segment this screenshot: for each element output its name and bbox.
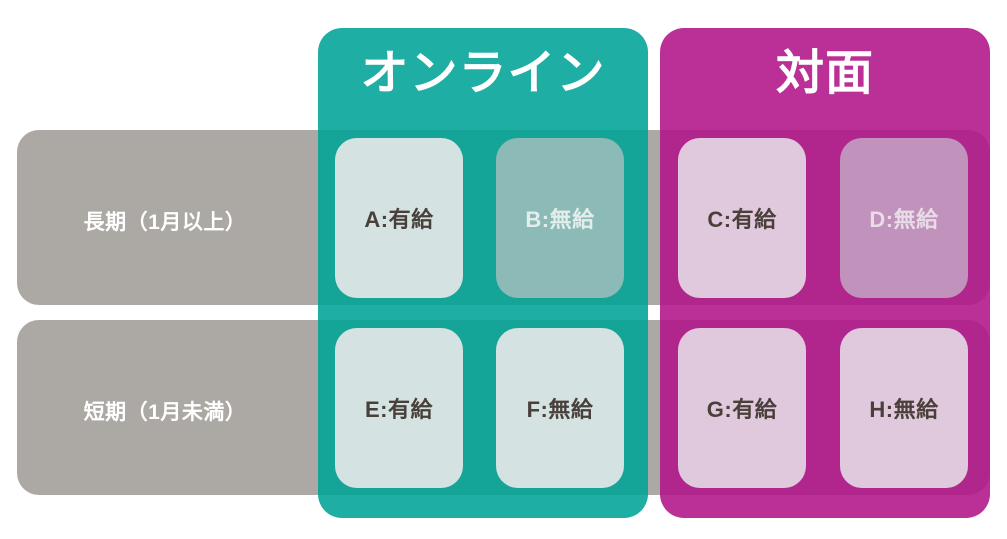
cell-b[interactable]: B:無給 [496,138,624,298]
cell-e[interactable]: E:有給 [335,328,463,488]
column-header-inperson: 対面 [775,47,874,100]
cell-c[interactable]: C:有給 [678,138,806,298]
column-header-online: オンライン [360,47,606,100]
cell-h[interactable]: H:無給 [840,328,968,488]
cell-g[interactable]: G:有給 [678,328,806,488]
cell-f[interactable]: F:無給 [496,328,624,488]
row-label-short: 短期（1月未満） [83,401,247,424]
cell-a[interactable]: A:有給 [335,138,463,298]
row-label-long: 長期（1月以上） [83,211,247,234]
cell-d[interactable]: D:無給 [840,138,968,298]
